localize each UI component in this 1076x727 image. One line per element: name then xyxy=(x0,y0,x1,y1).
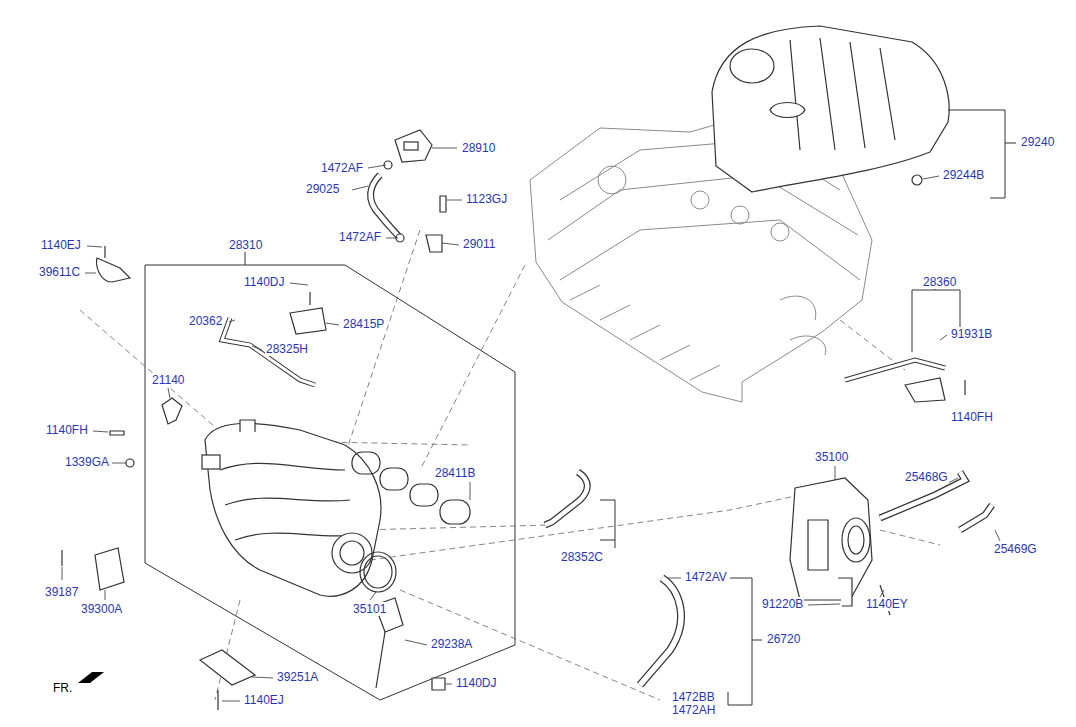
callout-number: 91931B xyxy=(950,327,993,341)
callout-number: 91220B xyxy=(761,597,804,611)
front-arrow xyxy=(78,672,104,683)
callout-number: 28352C xyxy=(560,550,604,564)
callout-number: 1472AH xyxy=(671,703,716,717)
callout-number: 28910 xyxy=(461,141,496,155)
callout-number: 39611C xyxy=(38,265,81,279)
callout-number: 20362 xyxy=(188,314,223,328)
callout-number: 1472AV xyxy=(684,570,728,584)
dashed-guides xyxy=(80,230,940,700)
callout-number: 1140EY xyxy=(865,597,909,611)
callout-number: 29025 xyxy=(305,182,340,196)
callout-number: 35100 xyxy=(814,450,849,464)
callout-number: 28360 xyxy=(922,275,957,289)
callout-number: 39187 xyxy=(44,585,79,599)
callout-number: 1140FH xyxy=(45,423,89,437)
throttle-body xyxy=(790,478,890,615)
direction-label: FR. xyxy=(52,681,73,695)
callout-number: 1339GA xyxy=(64,455,110,469)
engine-cover xyxy=(712,26,949,192)
callout-number: 28325H xyxy=(265,342,309,356)
callout-number: 29244B xyxy=(942,168,985,182)
callout-number: 1472AF xyxy=(320,161,364,175)
callout-number: 28415P xyxy=(342,317,385,331)
callout-number: 26720 xyxy=(766,632,801,646)
small-parts xyxy=(62,130,992,710)
callout-number: 35101 xyxy=(352,602,387,616)
callout-number: 1472BB xyxy=(671,690,716,704)
callout-number: 1140DJ xyxy=(455,676,497,690)
callout-number: 1472AF xyxy=(338,230,382,244)
callout-number: 1140DJ xyxy=(243,275,285,289)
callout-number: 29238A xyxy=(430,637,473,651)
callout-number: 28411B xyxy=(434,466,476,480)
callout-number: 1123GJ xyxy=(465,192,508,206)
callout-number: 39300A xyxy=(80,602,123,616)
intake-manifold xyxy=(202,420,381,596)
callout-number: 25469G xyxy=(993,542,1038,556)
callout-number: 1140FH xyxy=(950,410,994,424)
callout-number: 29240 xyxy=(1020,135,1055,149)
callout-number: 1140EJ xyxy=(243,693,285,707)
leader-lines xyxy=(62,148,1000,701)
callout-number: 25468G xyxy=(904,470,949,484)
callout-number: 21140 xyxy=(151,373,185,387)
assembly-lines xyxy=(145,110,1016,705)
callout-number: 1140EJ xyxy=(40,238,82,252)
callout-number: 39251A xyxy=(276,670,319,684)
callout-number: 28310 xyxy=(228,238,263,252)
callout-number: 29011 xyxy=(462,237,496,251)
